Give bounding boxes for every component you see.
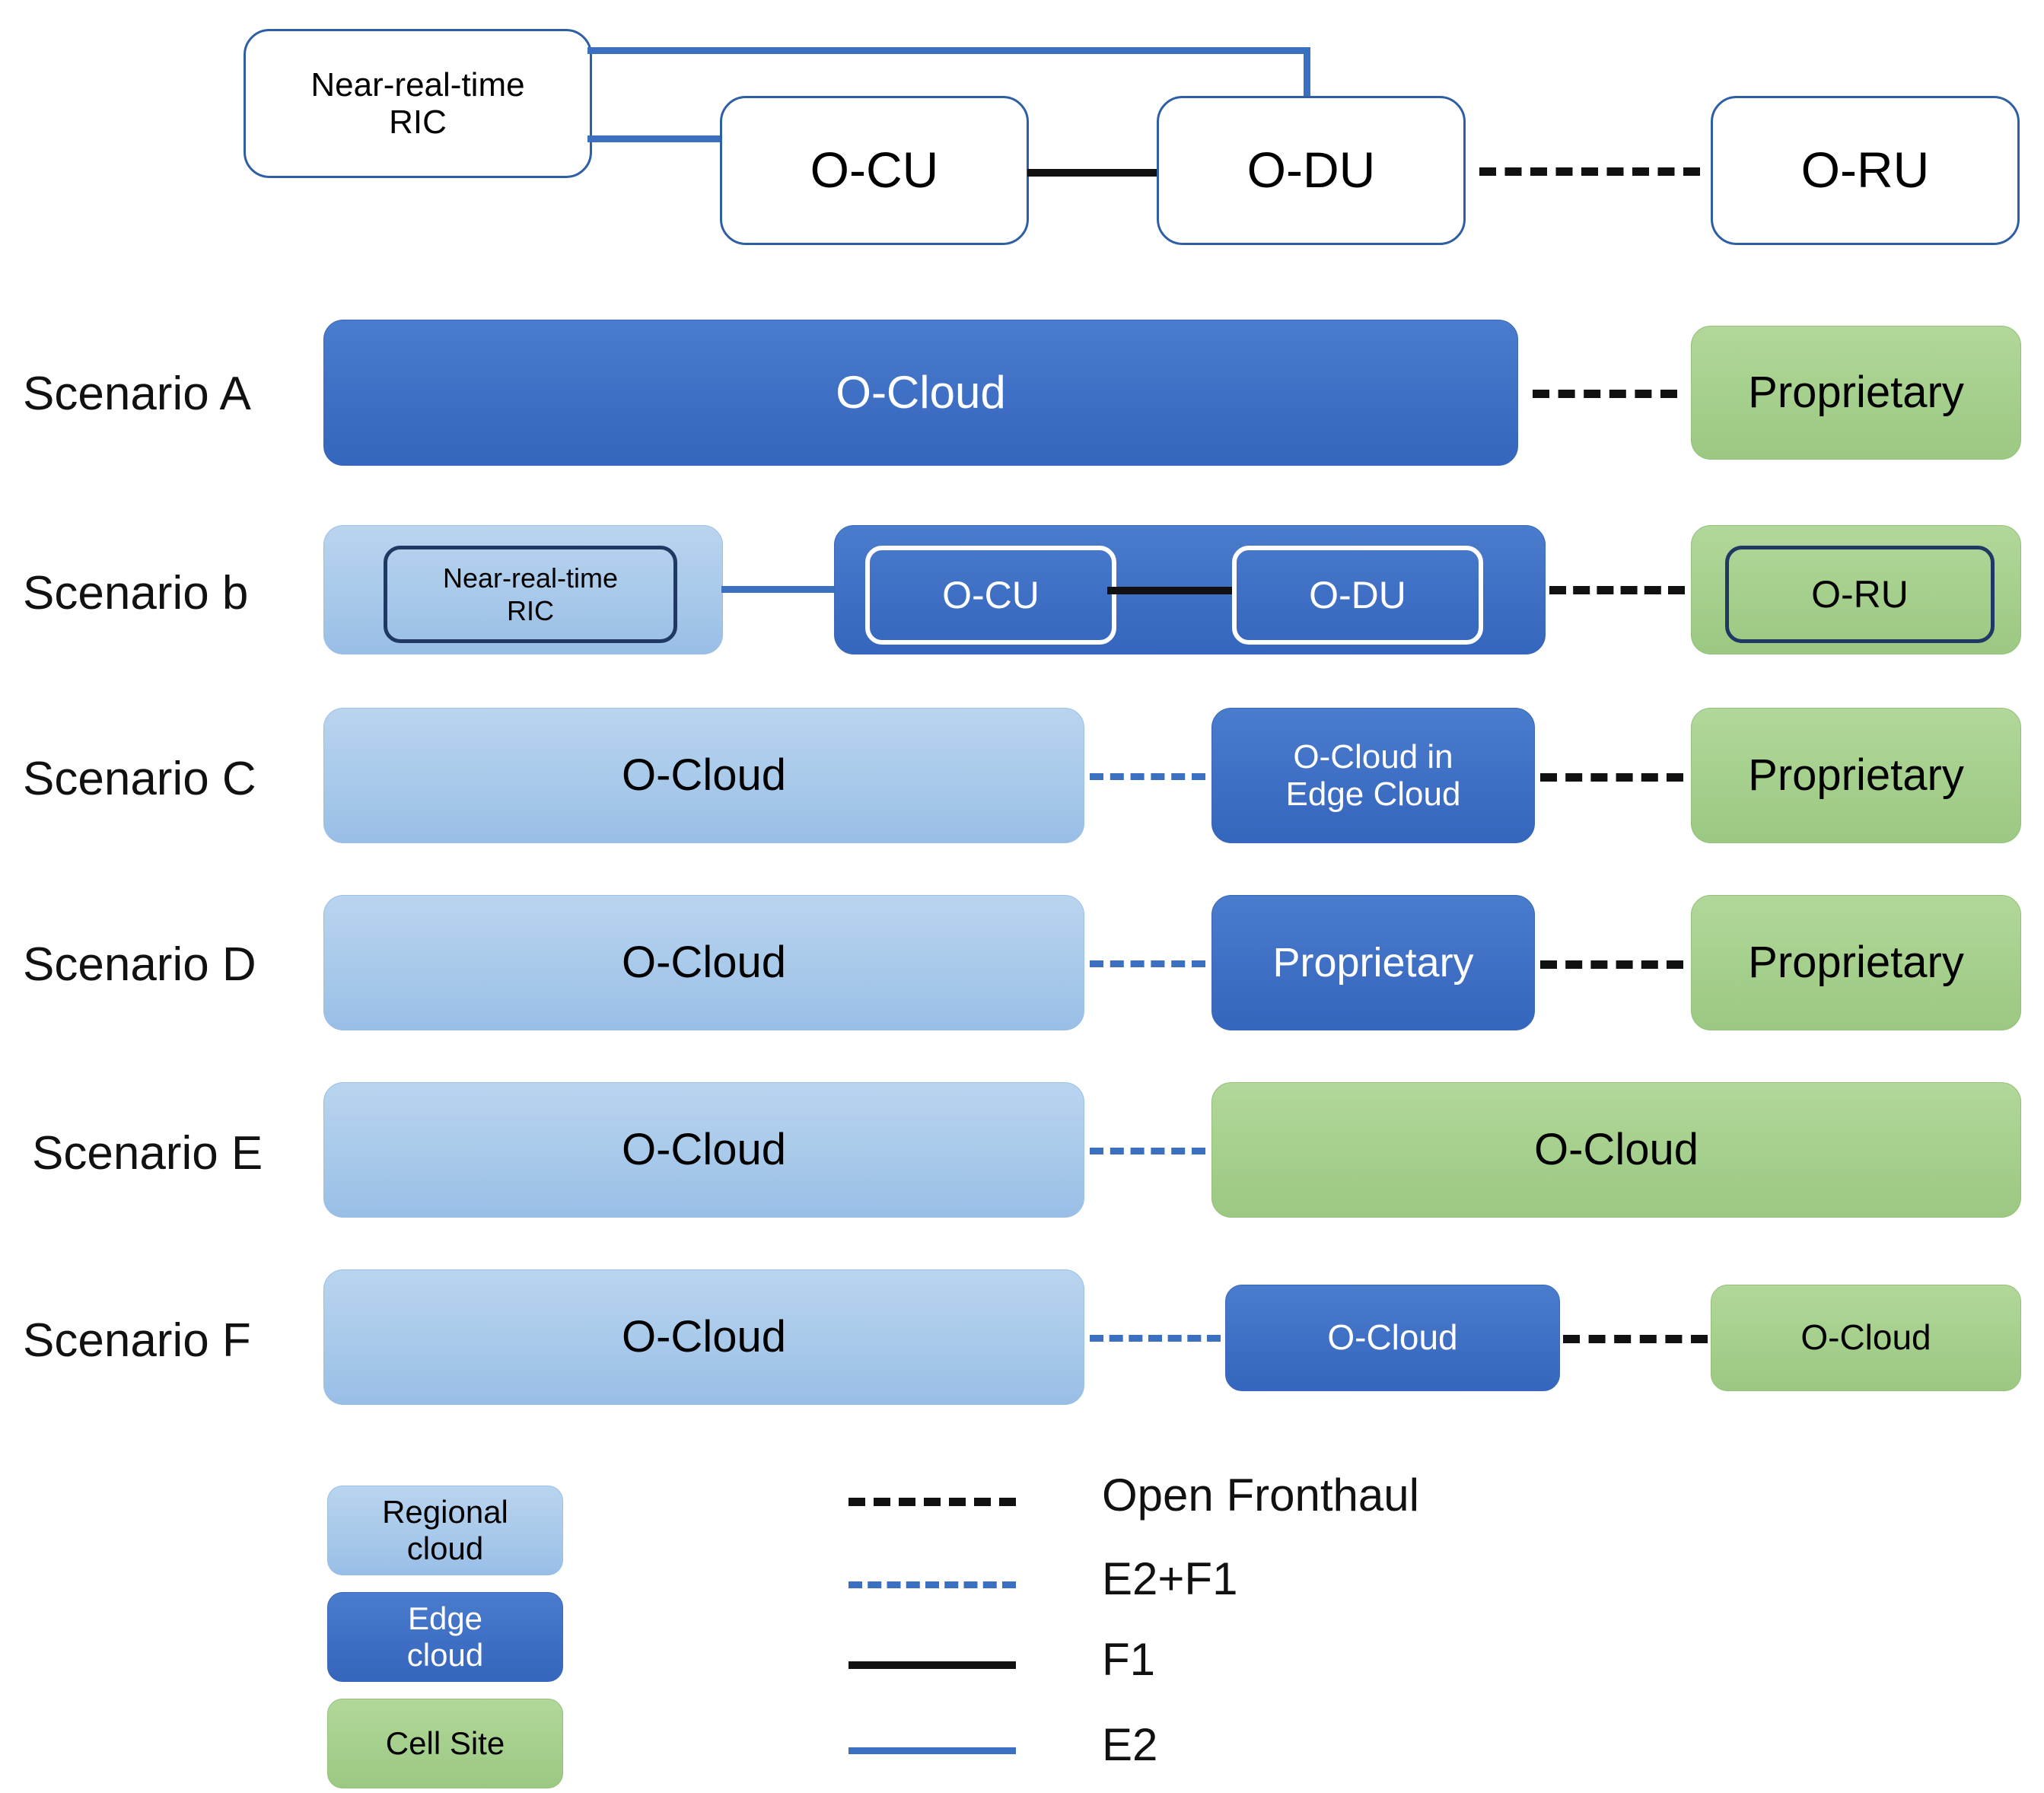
scenario-b-block-cell: O-RU: [1691, 525, 2021, 654]
link-e2-ric-ocu: [587, 135, 721, 142]
legend-swatch-regional-cloud: Regional cloud: [327, 1486, 563, 1575]
arch-node-ocu: O-CU: [720, 96, 1029, 245]
scenario-e-block-regional: O-Cloud: [323, 1082, 1084, 1218]
legend-line-open-fronthaul: [848, 1498, 1016, 1506]
scenario-c-block-regional-label: O-Cloud: [622, 750, 786, 800]
scenario-b-link-f1: [1107, 587, 1232, 594]
scenario-c-link-e2f1: [1090, 773, 1205, 780]
scenario-b-inner-oru: O-RU: [1725, 546, 1995, 643]
scenario-f-block-edge-label: O-Cloud: [1327, 1317, 1458, 1358]
scenario-d-link-openfronthaul: [1540, 960, 1683, 969]
arch-node-odu-label: O-DU: [1246, 142, 1376, 199]
scenario-b-inner-oru-label: O-RU: [1811, 573, 1909, 616]
scenario-a-block-ocloud-label: O-Cloud: [836, 367, 1006, 419]
arch-node-oru: O-RU: [1711, 96, 2020, 245]
scenario-b-inner-ric-label: Near-real-time RIC: [442, 562, 619, 626]
legend-label-open-fronthaul: Open Fronthaul: [1102, 1470, 1419, 1521]
scenario-label-a: Scenario A: [23, 368, 251, 420]
scenario-d-block-regional-label: O-Cloud: [622, 937, 786, 987]
scenario-b-inner-ocu: O-CU: [865, 546, 1116, 645]
scenario-label-d: Scenario D: [23, 938, 256, 991]
link-e2-ric-odu-horizontal: [587, 47, 1310, 54]
scenario-f-block-regional: O-Cloud: [323, 1269, 1084, 1405]
scenario-d-block-edge-label: Proprietary: [1272, 939, 1474, 986]
scenario-b-link-openfronthaul: [1549, 586, 1685, 594]
legend-swatch-edge-cloud: Edge cloud: [327, 1592, 563, 1682]
scenario-b-inner-odu: O-DU: [1232, 546, 1483, 645]
legend-swatch-cell-site: Cell Site: [327, 1699, 563, 1788]
legend-label-f1: F1: [1102, 1634, 1156, 1685]
legend-label-e2-f1: E2+F1: [1102, 1553, 1238, 1604]
scenario-f-block-edge: O-Cloud: [1225, 1285, 1560, 1391]
scenario-c-block-edge: O-Cloud in Edge Cloud: [1211, 708, 1535, 843]
scenario-a-block-proprietary: Proprietary: [1691, 326, 2021, 460]
scenario-f-block-regional-label: O-Cloud: [622, 1311, 786, 1361]
legend-line-e2: [848, 1747, 1016, 1754]
link-e2-ric-odu-vertical: [1304, 47, 1310, 97]
scenario-label-e: Scenario E: [32, 1127, 263, 1180]
scenario-d-block-regional: O-Cloud: [323, 895, 1084, 1030]
arch-node-oru-label: O-RU: [1800, 142, 1930, 199]
scenario-e-block-cell: O-Cloud: [1211, 1082, 2021, 1218]
scenario-a-link-openfronthaul: [1533, 390, 1677, 398]
scenario-f-link-e2f1: [1090, 1335, 1221, 1342]
link-f1-ocu-odu: [1027, 169, 1158, 177]
legend-line-e2-f1: [848, 1581, 1016, 1588]
legend-label-e2: E2: [1102, 1719, 1158, 1770]
arch-node-ric: Near-real-time RIC: [244, 29, 592, 178]
scenario-a-block-ocloud: O-Cloud: [323, 320, 1518, 466]
scenario-e-block-regional-label: O-Cloud: [622, 1124, 786, 1174]
arch-node-ric-label: Near-real-time RIC: [310, 65, 525, 141]
scenario-e-block-cell-label: O-Cloud: [1534, 1124, 1699, 1174]
scenario-c-block-edge-label: O-Cloud in Edge Cloud: [1285, 737, 1461, 813]
scenario-d-link-e2f1: [1090, 960, 1205, 967]
scenario-f-link-openfronthaul: [1563, 1335, 1708, 1343]
scenario-b-link-e2: [721, 586, 836, 593]
scenario-c-block-regional: O-Cloud: [323, 708, 1084, 843]
scenario-b-block-edge: O-CU O-DU: [834, 525, 1546, 654]
legend-swatch-cell-site-label: Cell Site: [385, 1725, 505, 1762]
arch-node-odu: O-DU: [1157, 96, 1466, 245]
scenario-d-block-cell: Proprietary: [1691, 895, 2021, 1030]
scenario-c-block-cell: Proprietary: [1691, 708, 2021, 843]
scenario-e-link-e2f1: [1090, 1148, 1205, 1154]
scenario-a-block-proprietary-label: Proprietary: [1748, 367, 1964, 417]
link-openfronthaul-odu-oru: [1479, 167, 1700, 176]
scenario-b-block-regional: Near-real-time RIC: [323, 525, 723, 654]
scenario-f-block-cell: O-Cloud: [1711, 1285, 2021, 1391]
scenario-b-inner-odu-label: O-DU: [1309, 574, 1406, 616]
legend-line-f1: [848, 1661, 1016, 1669]
scenario-b-inner-ric: Near-real-time RIC: [384, 546, 677, 643]
scenario-c-link-openfronthaul: [1540, 773, 1683, 782]
scenario-f-block-cell-label: O-Cloud: [1800, 1317, 1931, 1358]
scenario-c-block-cell-label: Proprietary: [1748, 750, 1964, 800]
scenario-b-inner-ocu-label: O-CU: [942, 574, 1040, 616]
scenario-d-block-cell-label: Proprietary: [1748, 937, 1964, 987]
legend-swatch-edge-cloud-label: Edge cloud: [406, 1600, 484, 1673]
scenario-label-c: Scenario C: [23, 753, 256, 805]
arch-node-ocu-label: O-CU: [810, 142, 939, 199]
scenario-d-block-edge: Proprietary: [1211, 895, 1535, 1030]
scenario-label-b: Scenario b: [23, 567, 249, 619]
legend-swatch-regional-cloud-label: Regional cloud: [382, 1494, 508, 1566]
scenario-label-f: Scenario F: [23, 1314, 251, 1367]
